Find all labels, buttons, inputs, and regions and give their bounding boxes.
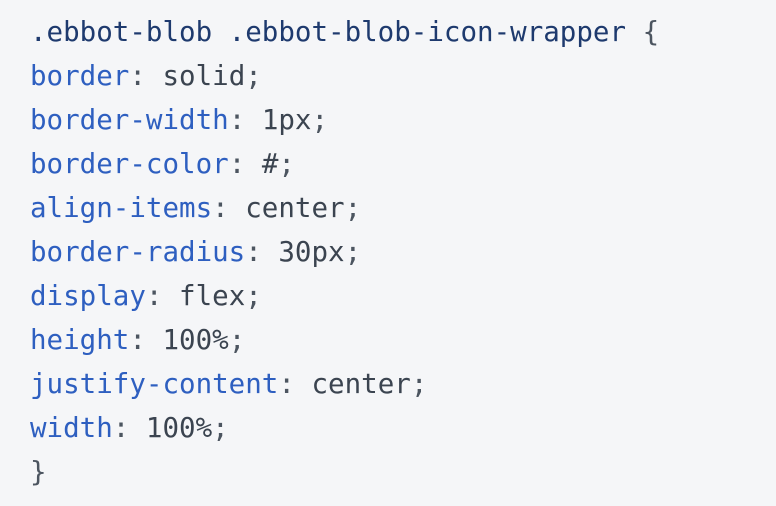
code-line: .ebbot-blob .ebbot-blob-icon-wrapper { [30,10,756,54]
token-property: border-width [30,104,229,136]
token-punctuation: : [228,104,262,136]
code-line: border-width: 1px; [30,98,756,142]
code-line: align-items: center; [30,186,756,230]
token-punctuation: } [30,456,47,488]
token-punctuation: ; [410,368,428,400]
code-line: border-color: #; [30,142,756,186]
token-punctuation: : [145,280,180,312]
token-value: 100% [145,412,213,444]
token-value: 30px [278,236,345,268]
token-punctuation: : [278,368,312,400]
token-punctuation: : [129,324,163,356]
token-punctuation: ; [311,104,329,136]
token-value: 1px [261,104,312,136]
token-value: # [261,148,279,180]
token-punctuation: ; [245,280,262,312]
token-value: solid [162,60,246,92]
code-line: height: 100%; [30,318,756,362]
token-property: height [30,324,130,356]
token-property: border [30,60,130,92]
token-punctuation: : [245,236,279,268]
token-property: width [30,412,113,444]
token-value: center [245,192,345,224]
token-punctuation: ; [228,324,246,356]
token-punctuation: ; [278,148,295,180]
code-line: display: flex; [30,274,756,318]
token-property: border-radius [30,236,246,268]
token-property: border-color [30,148,229,180]
token-selector: .ebbot-blob .ebbot-blob-icon-wrapper [30,16,627,48]
token-value: center [311,368,411,400]
token-punctuation: ; [212,412,229,444]
code-line: } [30,450,756,494]
token-punctuation: ; [344,236,362,268]
code-line: border-radius: 30px; [30,230,756,274]
token-punctuation: ; [344,192,362,224]
token-punctuation: : [129,60,163,92]
token-value: flex [179,280,246,312]
token-property: justify-content [30,368,279,400]
token-punctuation: : [112,412,146,444]
token-value: 100% [162,324,229,356]
token-punctuation: ; [245,60,262,92]
code-line: border: solid; [30,54,756,98]
token-punctuation: : [228,148,262,180]
code-line: width: 100%; [30,406,756,450]
token-punctuation: { [626,16,660,48]
token-property: display [30,280,146,312]
code-line: justify-content: center; [30,362,756,406]
token-property: align-items [30,192,213,224]
token-punctuation: : [212,192,246,224]
css-code: .ebbot-blob .ebbot-blob-icon-wrapper {bo… [30,10,756,494]
